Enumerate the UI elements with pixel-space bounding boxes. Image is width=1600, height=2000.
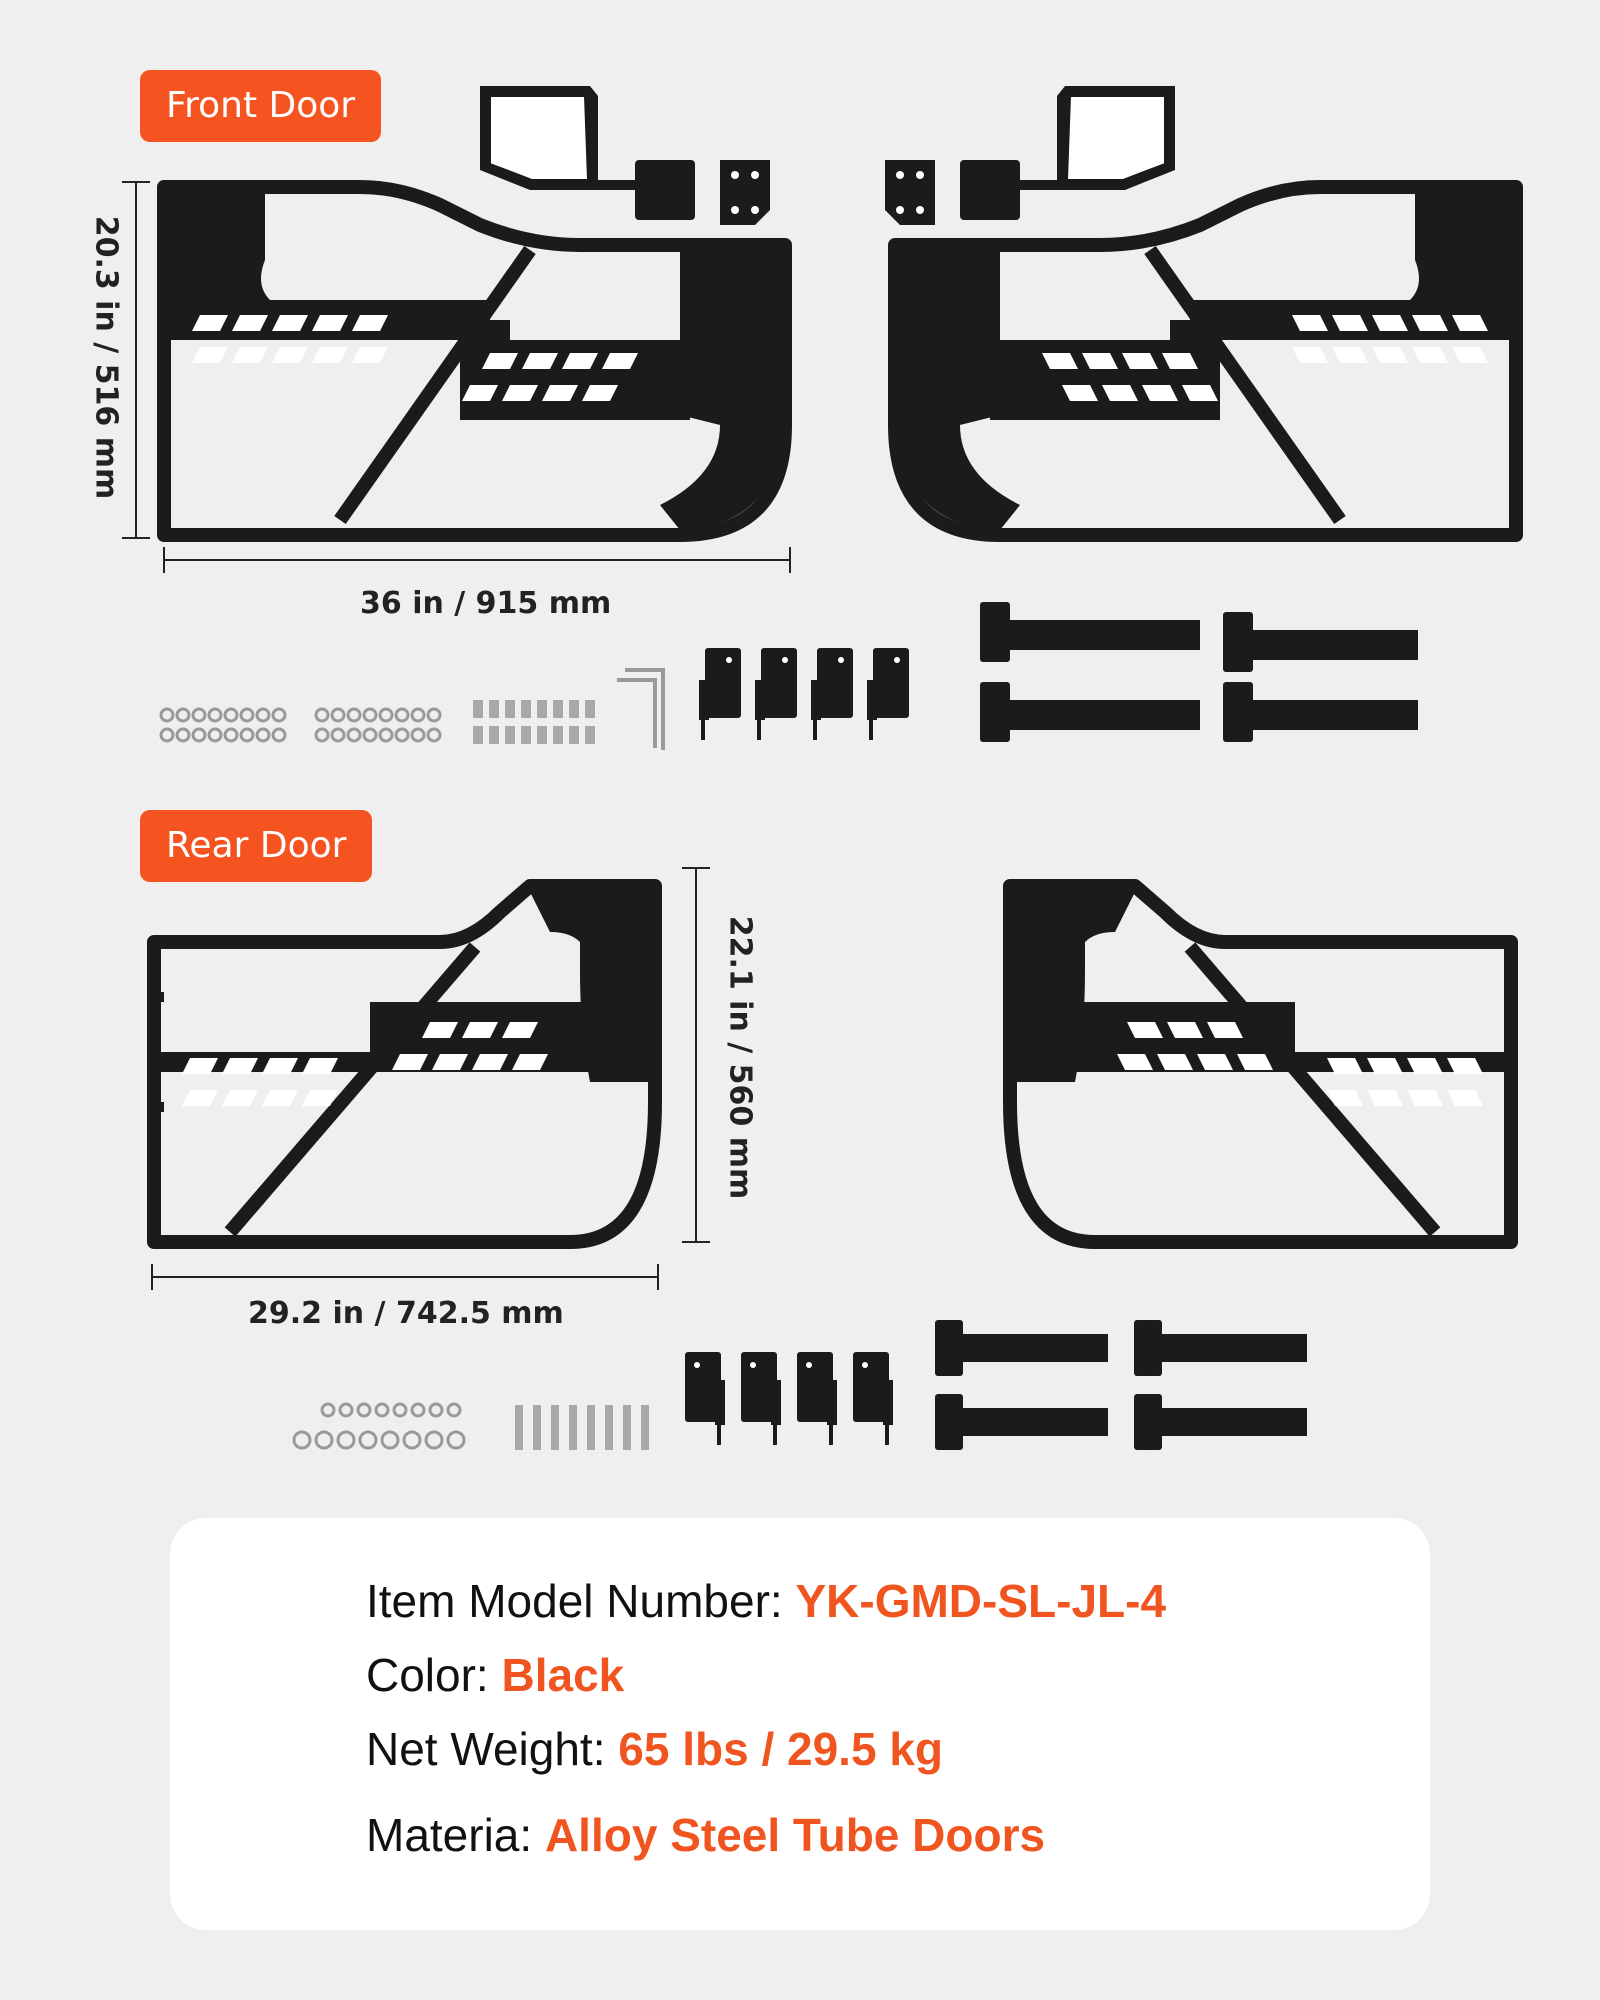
rear-hinges: [685, 1352, 893, 1445]
rear-left-door: [147, 879, 662, 1249]
rear-hardware-nuts-bolts: [292, 1402, 649, 1450]
front-door-tag: Front Door: [140, 70, 382, 142]
spec-color-value: Black: [501, 1649, 625, 1701]
spec-model-key: Item Model Number:: [366, 1575, 796, 1627]
front-hinges: [699, 648, 909, 740]
front-width-label: 36 in / 915 mm: [360, 586, 612, 621]
spec-model-value: YK-GMD-SL-JL-4: [795, 1575, 1167, 1627]
rear-height-dimension-line: [682, 867, 710, 1243]
front-left-mirror: [480, 86, 770, 225]
spec-card: Item Model Number: YK-GMD-SL-JL-4 Color:…: [170, 1518, 1430, 1930]
rear-height-label: 22.1 in / 560 mm: [722, 915, 758, 1200]
spec-weight-value: 65 lbs / 29.5 kg: [618, 1723, 944, 1775]
rear-right-door: [1003, 879, 1518, 1249]
spec-color-row: Color: Black: [366, 1648, 624, 1702]
rear-width-label: 29.2 in / 742.5 mm: [248, 1296, 564, 1331]
spec-material-key: Materia:: [366, 1809, 545, 1861]
front-door-straps: [980, 602, 1418, 742]
spec-color-key: Color:: [366, 1649, 502, 1701]
rear-width-dimension-line: [151, 1264, 659, 1290]
spec-weight-key: Net Weight:: [366, 1723, 619, 1775]
spec-material-row: Materia: Alloy Steel Tube Doors: [366, 1808, 1045, 1862]
front-left-door: [157, 180, 792, 542]
spec-model-row: Item Model Number: YK-GMD-SL-JL-4: [366, 1574, 1166, 1628]
front-right-mirror: [885, 86, 1175, 225]
spec-material-value: Alloy Steel Tube Doors: [544, 1809, 1046, 1861]
front-hardware-nuts-bolts: [159, 668, 665, 750]
rear-door-straps: [935, 1320, 1307, 1450]
front-height-dimension-line: [122, 181, 150, 539]
front-height-label: 20.3 in / 516 mm: [88, 215, 124, 500]
rear-door-tag: Rear Door: [140, 810, 373, 882]
front-width-dimension-line: [163, 547, 791, 573]
front-right-door: [888, 180, 1523, 542]
spec-weight-row: Net Weight: 65 lbs / 29.5 kg: [366, 1722, 943, 1776]
